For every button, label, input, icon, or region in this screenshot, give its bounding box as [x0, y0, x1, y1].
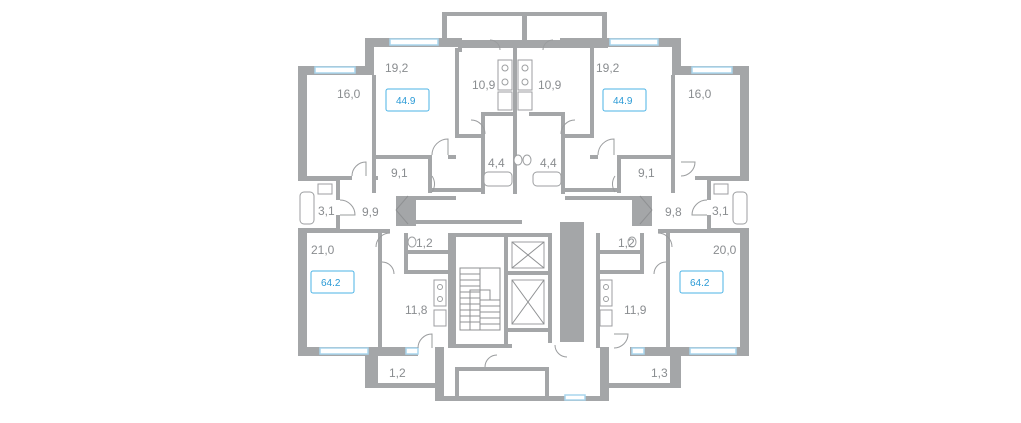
room-area-label: 10,9 — [472, 78, 496, 92]
toilet-icon — [407, 236, 417, 248]
room-area-label: 9,1 — [391, 166, 408, 180]
room-area-label: 1,2 — [618, 236, 635, 250]
stove-icon — [497, 59, 513, 91]
stove-icon — [599, 279, 613, 307]
toilet-icon — [627, 236, 637, 248]
sink-icon — [433, 309, 447, 327]
window — [389, 38, 439, 46]
window — [609, 38, 659, 46]
room-area-label: 21,0 — [311, 243, 335, 257]
toilet-icon — [513, 154, 523, 166]
room-area-label: 1,2 — [416, 236, 433, 250]
windows — [314, 38, 737, 401]
apartment-area-badge[interactable]: 44.9 — [602, 88, 647, 112]
sink-icon — [599, 309, 613, 327]
apartment-area-value: 44.9 — [613, 96, 633, 107]
stove-icon — [433, 279, 447, 307]
doors — [339, 39, 708, 368]
window — [689, 347, 737, 355]
sink-icon — [317, 183, 333, 195]
sink-icon — [517, 91, 533, 111]
staircase — [459, 267, 501, 331]
apartment-area-value: 44.9 — [396, 96, 416, 107]
room-area-label: 19,2 — [596, 61, 620, 75]
room-area-label: 11,9 — [624, 303, 647, 317]
room-area-label: 1,3 — [651, 366, 668, 380]
fixtures — [299, 59, 748, 331]
room-area-label: 3,1 — [318, 204, 335, 218]
window — [319, 347, 369, 355]
bathtub-icon — [532, 171, 562, 187]
room-area-label: 3,1 — [712, 204, 729, 218]
room-labels: 19,2 16,0 10,9 10,9 19,2 16,0 9,1 4,4 4,… — [311, 61, 737, 380]
apartment-badges: 44.9 44.9 64.2 64.2 — [310, 88, 724, 294]
window — [314, 66, 356, 74]
apartment-area-value: 64.2 — [690, 278, 710, 289]
sink-icon — [713, 183, 729, 195]
window — [691, 66, 733, 74]
room-area-label: 4,4 — [540, 156, 557, 170]
stove-icon — [517, 59, 533, 91]
apartment-area-badge[interactable]: 64.2 — [310, 270, 355, 294]
room-area-label: 9,9 — [362, 205, 379, 219]
room-area-label: 19,2 — [385, 61, 409, 75]
room-area-label: 4,4 — [488, 156, 505, 170]
bathtub-icon — [483, 171, 513, 187]
window — [564, 394, 586, 401]
room-area-label: 11,8 — [405, 303, 428, 317]
room-area-label: 9,1 — [638, 166, 655, 180]
bathtub-icon — [732, 191, 748, 225]
apartment-area-value: 64.2 — [321, 278, 341, 289]
apartment-area-badge[interactable]: 64.2 — [679, 270, 724, 294]
room-area-label: 9,8 — [665, 205, 682, 219]
window — [631, 347, 645, 355]
bathtub-icon — [299, 191, 315, 225]
apartment-area-badge[interactable]: 44.9 — [385, 88, 430, 112]
room-area-label: 20,0 — [713, 243, 737, 257]
room-area-label: 10,9 — [538, 78, 562, 92]
window — [405, 347, 419, 355]
room-area-label: 16,0 — [688, 87, 712, 101]
toilet-icon — [522, 154, 532, 166]
interior-walls — [298, 48, 749, 386]
room-area-label: 1,2 — [389, 366, 406, 380]
sink-icon — [497, 91, 513, 111]
room-area-label: 16,0 — [337, 87, 361, 101]
